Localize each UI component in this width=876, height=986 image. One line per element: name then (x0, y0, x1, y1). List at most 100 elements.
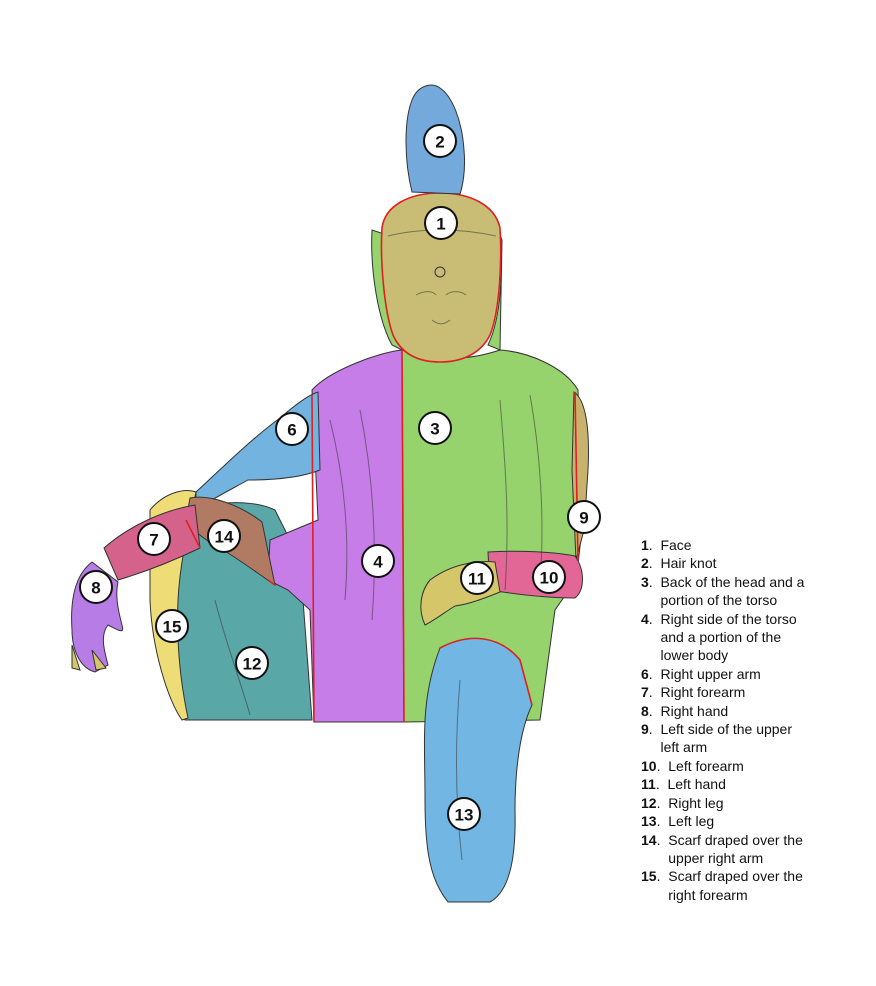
marker-label: 2 (435, 133, 444, 152)
marker-circle (532, 560, 566, 594)
marker-circle (423, 124, 457, 158)
legend-number: 7 (641, 684, 649, 701)
legend-number: 11 (641, 776, 656, 793)
legend-separator: . (648, 555, 661, 572)
legend-item: 14. Scarf draped over the upper right ar… (641, 831, 871, 868)
legend-number: 3 (641, 573, 649, 590)
marker-8: 8 (79, 570, 113, 604)
legend-text: Right side of the torso and a portion of… (660, 610, 797, 664)
legend-number: 10 (641, 757, 657, 774)
legend-text: Right leg (668, 794, 724, 811)
marker-15: 15 (155, 609, 189, 643)
marker-14: 14 (207, 519, 241, 553)
legend-number: 15 (641, 868, 657, 885)
marker-label: 12 (243, 655, 262, 674)
region-right-upper-arm (195, 391, 321, 511)
legend-number: 12 (641, 794, 657, 811)
region-left-leg (423, 637, 533, 903)
marker-circle (447, 797, 481, 831)
marker-label: 15 (163, 618, 182, 637)
marker-label: 11 (468, 570, 486, 589)
marker-label: 14 (215, 528, 234, 547)
legend-item: 4. Right side of the torso and a portion… (641, 610, 871, 665)
marker-9: 9 (567, 500, 601, 534)
legend-number: 2 (641, 555, 649, 572)
marker-label: 3 (430, 420, 439, 439)
legend-text: Hair knot (660, 555, 717, 572)
forehead-mark (434, 266, 446, 278)
boundary-lines (185, 349, 579, 723)
legend-separator: . (656, 794, 669, 811)
marker-label: 10 (540, 569, 559, 588)
legend-item: 1. Face (641, 536, 871, 554)
legend-separator: . (656, 813, 669, 830)
marker-label: 9 (579, 509, 588, 528)
legend-text: Right forearm (660, 684, 746, 701)
legend-item: 13. Left leg (641, 812, 871, 830)
legend-text: Back of the head and a portion of the to… (660, 573, 805, 609)
region-left-upper-arm (571, 391, 589, 561)
legend-separator: . (656, 831, 669, 848)
legend-item: 11. Left hand (641, 775, 871, 793)
marker-10: 10 (532, 560, 566, 594)
legend-text: Right upper arm (660, 665, 761, 682)
region-torso-right (267, 349, 405, 723)
drapery-lines (214, 394, 543, 861)
marker-circle (137, 522, 171, 556)
legend-item: 10. Left forearm (641, 757, 871, 775)
marker-circle (567, 500, 601, 534)
marker-4: 4 (361, 544, 395, 578)
legend-separator: . (648, 537, 661, 553)
legend-text: Scarf draped over the right forearm (668, 868, 803, 903)
marker-circle (79, 570, 113, 604)
legend-number: 1 (641, 537, 649, 553)
legend-text: Scarf draped over the upper right arm (668, 831, 803, 866)
marker-circle (460, 561, 494, 595)
marker-11: 11 (460, 561, 494, 595)
legend-separator: . (648, 573, 661, 590)
marker-label: 8 (91, 579, 100, 598)
marker-label: 7 (149, 531, 158, 550)
legend-number: 14 (641, 831, 657, 848)
legend-text: Face (660, 537, 692, 553)
legend-item: 7. Right forearm (641, 683, 871, 701)
marker-7: 7 (137, 522, 171, 556)
marker-3: 3 (418, 411, 452, 445)
legend-separator: . (648, 684, 661, 701)
marker-12: 12 (235, 646, 269, 680)
marker-circle (424, 206, 458, 240)
face-details (387, 229, 497, 325)
marker-label: 1 (436, 215, 445, 234)
marker-circle (275, 412, 309, 446)
marker-label: 4 (373, 553, 383, 572)
legend-number: 4 (641, 610, 649, 627)
legend-item: 8. Right hand (641, 702, 871, 720)
region-right-hand-fingers (71, 644, 107, 671)
marker-1: 1 (424, 206, 458, 240)
legend-separator: . (648, 610, 661, 627)
legend-text: Right hand (660, 702, 729, 719)
marker-2: 2 (423, 124, 457, 158)
legend-text: Left hand (667, 776, 726, 793)
legend-text: Left forearm (668, 757, 744, 774)
marker-6: 6 (275, 412, 309, 446)
legend-number: 13 (641, 813, 657, 830)
legend-separator: . (656, 757, 669, 774)
legend-separator: . (648, 665, 661, 682)
marker-circle (361, 544, 395, 578)
legend-separator: . (648, 721, 661, 738)
legend-item: 15. Scarf draped over the right forearm (641, 867, 871, 904)
legend-item: 12. Right leg (641, 794, 871, 812)
legend-number: 9 (641, 721, 649, 738)
legend-separator: . (655, 776, 668, 793)
legend-item: 6. Right upper arm (641, 665, 871, 683)
marker-label: 13 (455, 806, 474, 825)
marker-circle (418, 411, 452, 445)
marker-circle (235, 646, 269, 680)
marker-circle (207, 519, 241, 553)
legend-text: Left leg (668, 813, 715, 830)
marker-circle (155, 609, 189, 643)
